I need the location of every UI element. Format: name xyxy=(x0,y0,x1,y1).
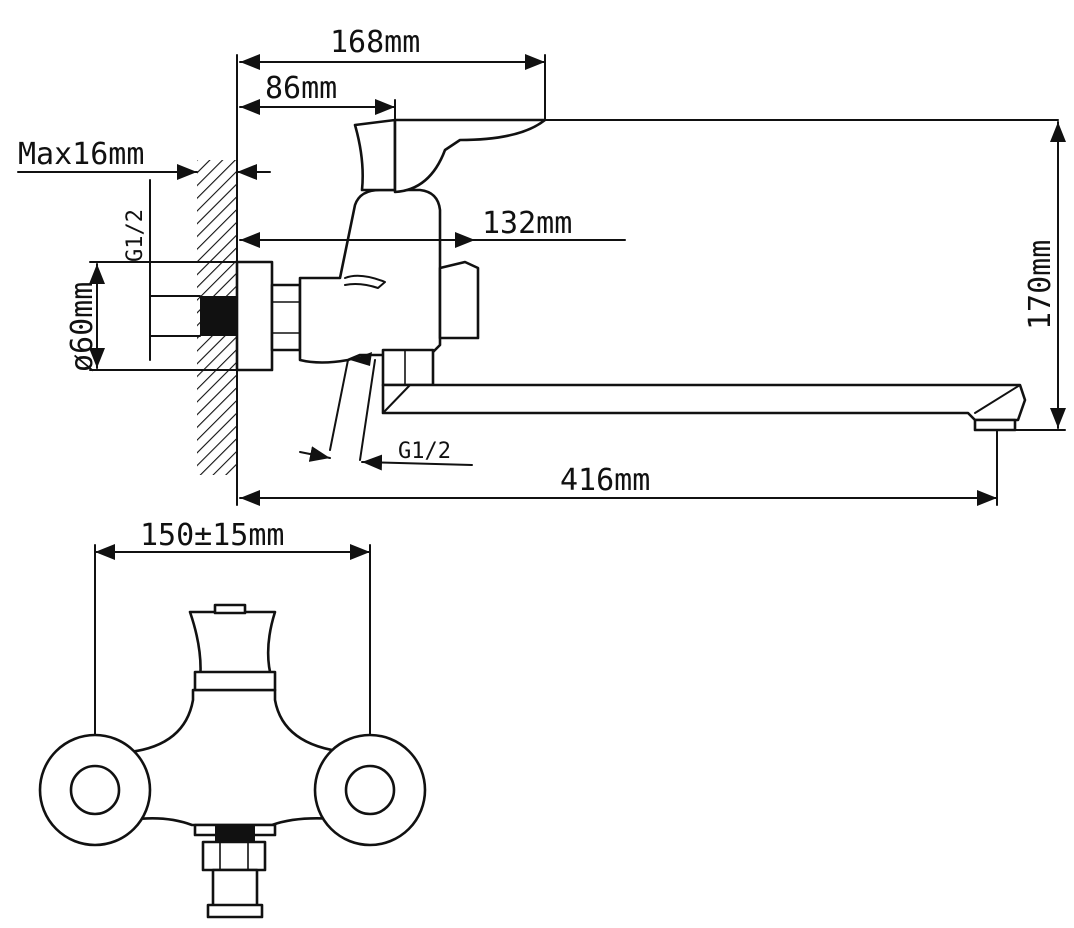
aerator xyxy=(973,418,1017,432)
lever-handle xyxy=(353,118,397,192)
eccentric-nut xyxy=(270,283,302,352)
front-view: 150±15mm xyxy=(38,518,427,919)
dimension-lines xyxy=(17,54,1066,506)
lever-arm xyxy=(393,118,547,194)
dim-max16: Max16mm xyxy=(18,137,144,172)
dim-g12-bottom: G1/2 xyxy=(398,439,451,464)
front-outlet-nut xyxy=(201,840,267,872)
diverter xyxy=(438,260,480,340)
side-view xyxy=(89,54,1059,506)
dim-132: 132mm xyxy=(482,206,572,241)
dimension-labels: 168mm 86mm Max16mm 132mm 170mm ø60mm G1/… xyxy=(18,25,1058,498)
spout xyxy=(381,383,1027,422)
dim-170: 170mm xyxy=(1023,240,1058,330)
front-handle xyxy=(188,610,277,682)
thread-stub xyxy=(200,296,237,336)
dim-g12-top: G1/2 xyxy=(123,209,148,262)
outlet-nut xyxy=(381,348,435,387)
dim-150: 150±15mm xyxy=(140,518,285,553)
wall-flange xyxy=(235,260,274,372)
dim-416: 416mm xyxy=(560,463,650,498)
dim-86: 86mm xyxy=(265,71,337,106)
dim-168: 168mm xyxy=(330,25,420,60)
dim-60: ø60mm xyxy=(65,282,100,372)
front-body xyxy=(128,688,347,827)
